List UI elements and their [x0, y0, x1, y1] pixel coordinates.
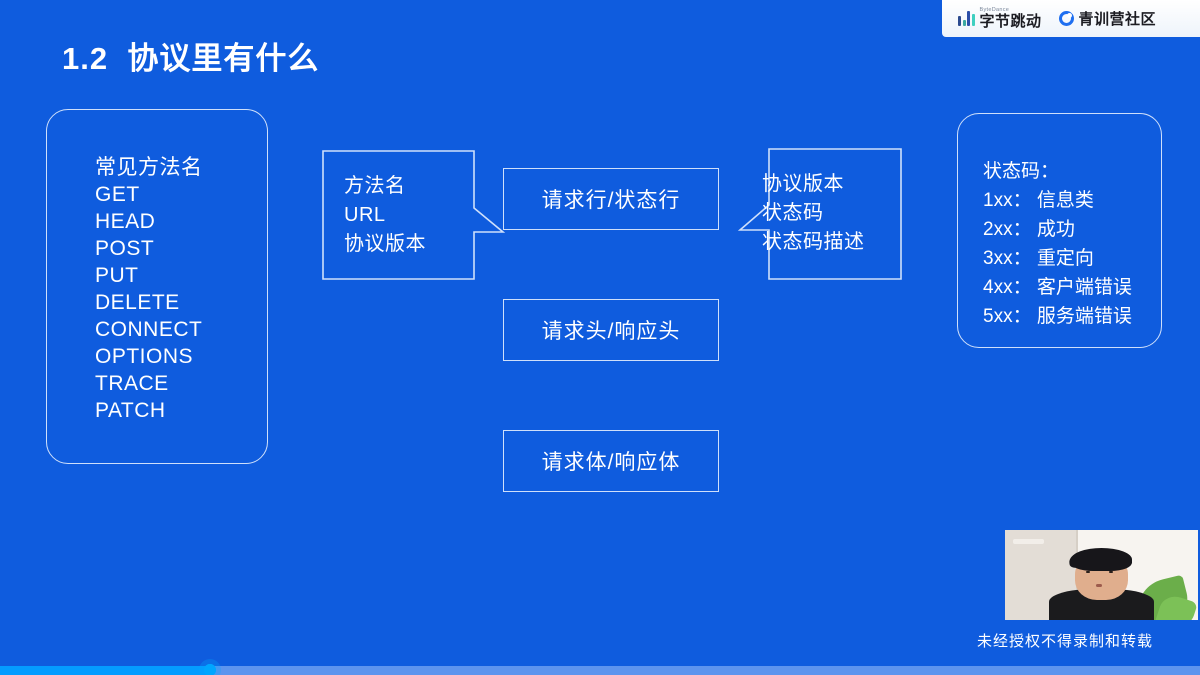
- status-codes-box: 状态码： 1xx： 信息类 2xx： 成功 3xx： 重定向 4xx： 客户端错…: [957, 113, 1162, 348]
- box-request-response-header: 请求头/响应头: [503, 299, 719, 361]
- presenter-mouth: [1095, 584, 1102, 587]
- page-title: 1.2 协议里有什么: [62, 41, 320, 76]
- video-progress-fill: [0, 666, 210, 675]
- status-line-fields-text: 协议版本 状态码 状态码描述: [762, 173, 865, 253]
- bytedance-wordmark: ByteDance 字节跳动: [979, 6, 1042, 31]
- video-progress-bar[interactable]: [0, 659, 1200, 675]
- community-circle-icon: [1058, 11, 1074, 26]
- bytedance-logo-icon: [958, 11, 975, 26]
- status-codes-list: 状态码： 1xx： 信息类 2xx： 成功 3xx： 重定向 4xx： 客户端错…: [983, 161, 1132, 327]
- request-line-fields-callout: [322, 150, 506, 280]
- bytedance-latin-name: ByteDance: [979, 6, 1010, 13]
- status-line-fields-callout: [737, 148, 902, 280]
- http-methods-list: 常见方法名 GET HEAD POST PUT DELETE CONNECT O…: [95, 156, 203, 422]
- cam-ceiling-light: [1012, 539, 1044, 545]
- presenter-eye-right: [1109, 570, 1114, 573]
- box-request-response-body: 请求体/响应体: [503, 430, 719, 492]
- presenter-eye-left: [1086, 570, 1091, 573]
- community-name: 青训营社区: [1078, 11, 1157, 28]
- http-methods-box: 常见方法名 GET HEAD POST PUT DELETE CONNECT O…: [46, 109, 268, 464]
- presenter-webcam: [1005, 530, 1198, 620]
- request-line-fields-text: 方法名 URL 协议版本: [344, 175, 426, 255]
- box-request-status-line: 请求行/状态行: [503, 168, 719, 230]
- video-progress-handle[interactable]: [199, 659, 221, 675]
- brand-bar: ByteDance 字节跳动 青训营社区: [942, 0, 1200, 37]
- bytedance-cn-name: 字节跳动: [979, 13, 1042, 31]
- copyright-caption: 未经授权不得录制和转载: [977, 633, 1154, 650]
